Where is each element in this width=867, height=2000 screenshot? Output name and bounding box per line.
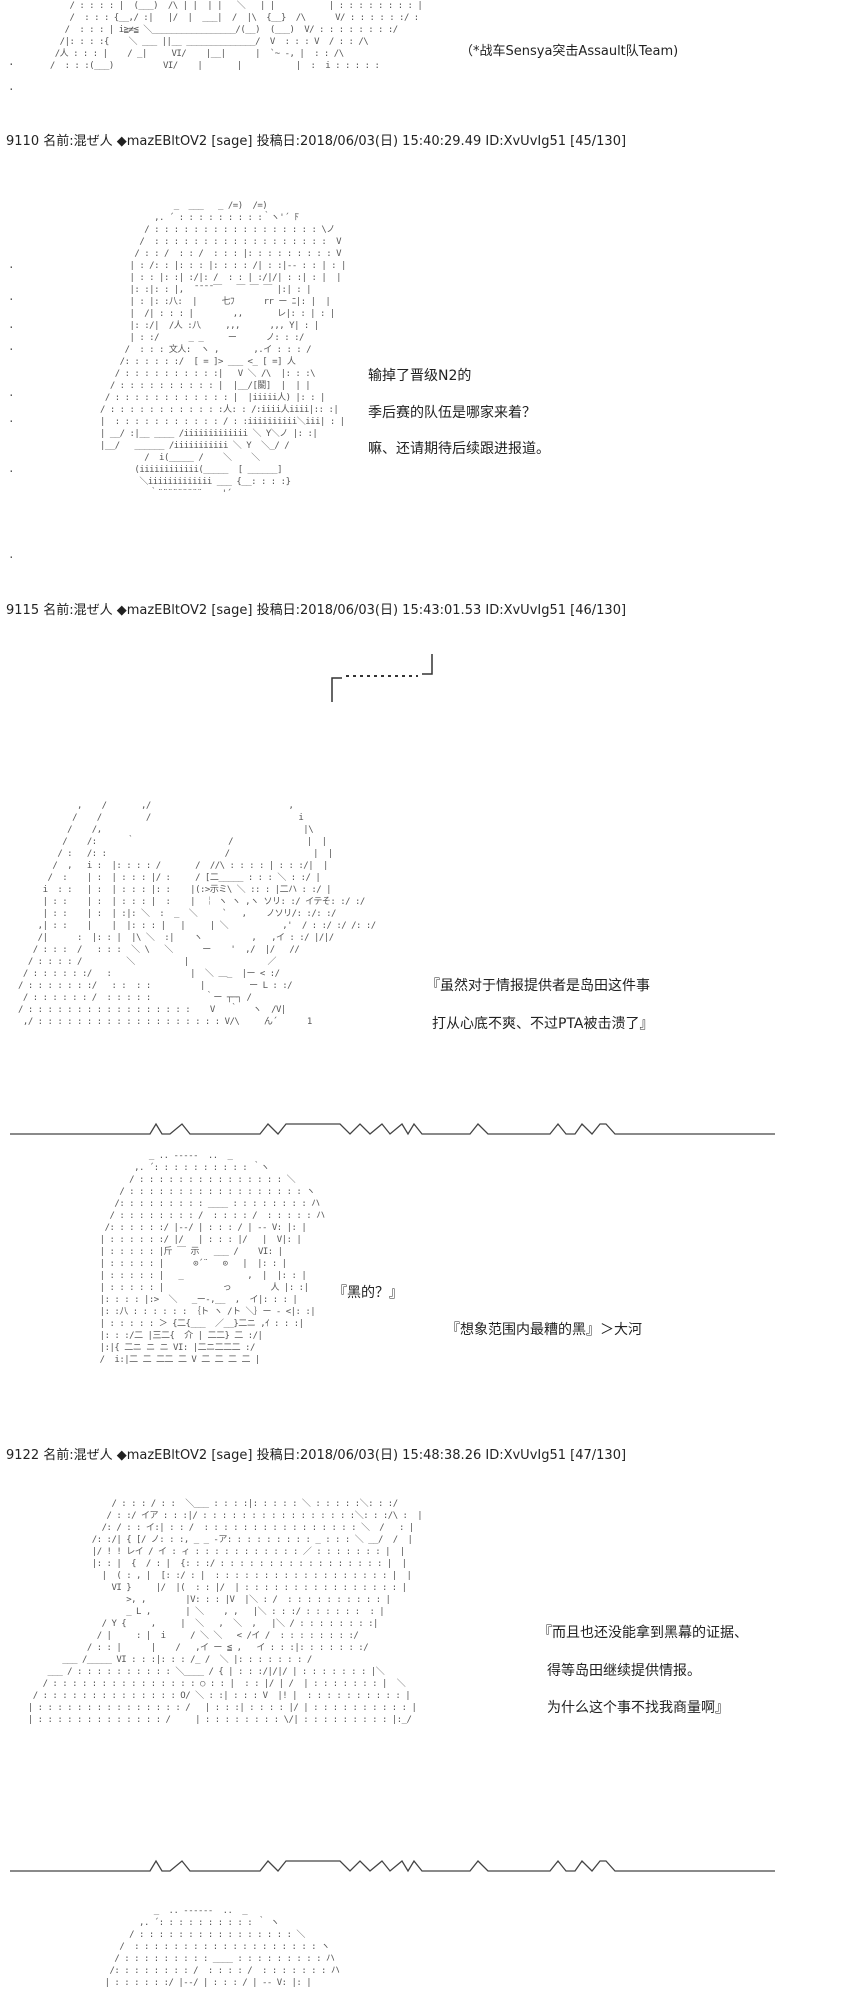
margin-dot: . (8, 258, 15, 271)
ascii-art-girl-bottom: _ .. ------ .. _ ,. ´: : : : : : : : : :… (104, 1906, 340, 1988)
margin-dot: . (8, 318, 15, 331)
dialogue-line: 输掉了晋级N2的 (368, 368, 472, 384)
top-caption: （*战车Sensya突击Assault队Team) (460, 44, 679, 59)
dialogue-line: 『而且也还没能拿到黑幕的证据、 (538, 1625, 748, 1641)
margin-dot: . (8, 412, 15, 425)
margin-dot: . (8, 80, 15, 93)
margin-dot: . (8, 548, 15, 561)
ascii-art-girl-fist: / : : : / : : ＼___ : : : :|: : : : : ＼ :… (27, 1499, 423, 1725)
divider-line (10, 1122, 775, 1136)
ascii-art-girl-profile: , / ,/ , / / / i / /, |\ / /: ｀ (18, 801, 376, 1027)
margin-dot: . (8, 290, 15, 303)
margin-dot: . (8, 340, 15, 353)
margin-dot: . (8, 55, 15, 68)
dialogue-line: 得等岛田继续提供情报。 (547, 1663, 701, 1679)
ascii-art-girl-cap: _ ___ _ /=) /=) ,. ´ : : : : : : : : :｀ヽ… (100, 201, 346, 499)
margin-dot: . (8, 386, 15, 399)
bracket-frame (331, 654, 433, 702)
ascii-art-girl-front: _ .. ----- .. _ ,. ´: : : : : : : : : : … (99, 1151, 325, 1365)
dialogue-line: 『黑的？』 (333, 1285, 403, 1301)
dialogue-line: 打从心底不爽、不过PTA被击溃了』 (432, 1016, 654, 1032)
dialogue-line: 为什么这个事不找我商量啊』 (547, 1700, 729, 1716)
dialogue-line: 『想象范围内最糟的黑』＞大河 (446, 1322, 642, 1338)
post-header: 9110 名前:混ぜ人 ◆mazEBltOV2 [sage] 投稿日:2018/… (6, 134, 627, 149)
dialogue-line: 『虽然对于情报提供者是岛田这件事 (426, 978, 650, 994)
post-header: 9122 名前:混ぜ人 ◆mazEBltOV2 [sage] 投稿日:2018/… (6, 1448, 627, 1463)
divider-line (10, 1859, 775, 1873)
post-header: 9115 名前:混ぜ人 ◆mazEBltOV2 [sage] 投稿日:2018/… (6, 603, 627, 618)
dialogue-line: 季后赛的队伍是哪家来着？ (368, 405, 536, 421)
margin-dot: . (8, 462, 15, 475)
dialogue-line: 嘛、还请期待后续跟进报道。 (368, 441, 550, 457)
ascii-art-tanks: / : : : : | (___) /\ | | | | ＼ | | | : :… (49, 1, 423, 71)
